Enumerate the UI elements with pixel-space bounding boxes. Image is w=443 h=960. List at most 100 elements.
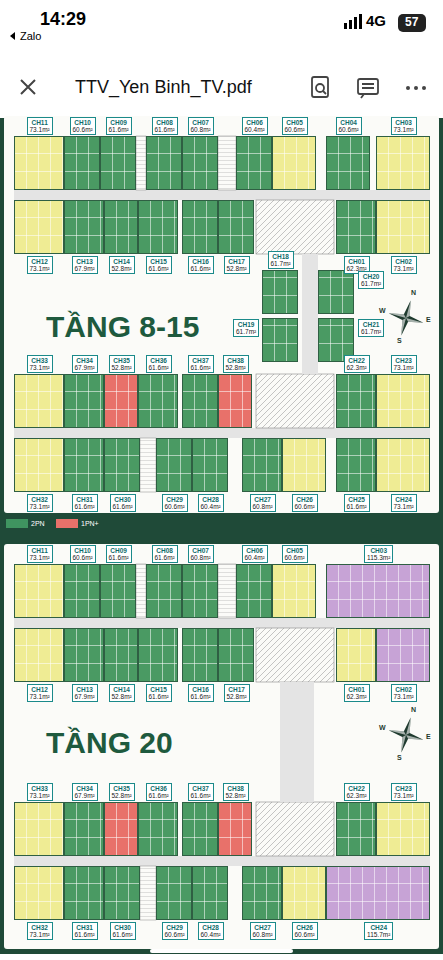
apartment-unit: CH3273.1m² bbox=[14, 866, 64, 920]
apartment-unit: CH2960.6m² bbox=[156, 866, 192, 920]
apartment-unit: CH1861.7m² bbox=[262, 270, 298, 314]
unit-tag: CH0660.4m² bbox=[242, 545, 268, 563]
unit-code: CH23 bbox=[394, 785, 414, 792]
unit-tag: CH3852.8m² bbox=[223, 783, 249, 801]
apartment-unit: CH3161.6m² bbox=[64, 438, 104, 492]
unit-area: 61.6m² bbox=[113, 503, 133, 510]
unit-area: 73.1m² bbox=[394, 265, 414, 272]
unit-code: CH08 bbox=[155, 547, 175, 554]
stair bbox=[218, 136, 236, 190]
unit-code: CH15 bbox=[149, 686, 169, 693]
apartment-unit: CH2473.1m² bbox=[376, 438, 430, 492]
apartment-unit: CH0373.1m² bbox=[376, 136, 430, 190]
unit-area: 61.7m² bbox=[361, 280, 381, 287]
unit-area: 73.1m² bbox=[30, 503, 50, 510]
unit-code: CH22 bbox=[347, 785, 367, 792]
unit-area: 60.8m² bbox=[191, 554, 211, 561]
unit-tag: CH2373.1m² bbox=[391, 355, 417, 373]
unit-code: CH07 bbox=[191, 119, 211, 126]
unit-tag: CH2960.6m² bbox=[162, 494, 188, 512]
compass-letter: E bbox=[426, 316, 431, 324]
apartment-unit: CH3161.6m² bbox=[64, 866, 104, 920]
unit-tag: CH0660.4m² bbox=[242, 117, 268, 135]
unit-code: CH29 bbox=[165, 496, 185, 503]
apartment-unit: CH1752.8m² bbox=[218, 628, 254, 682]
unit-tag: CH2262.3m² bbox=[344, 783, 370, 801]
unit-tag: CH3852.8m² bbox=[223, 355, 249, 373]
unit-area: 61.6m² bbox=[191, 792, 211, 799]
unit-code: CH31 bbox=[75, 496, 95, 503]
unit-tag: CH0961.6m² bbox=[106, 117, 132, 135]
status-text: 14:29 bbox=[40, 10, 86, 30]
battery-icon bbox=[398, 14, 426, 32]
unit-tag: CH3273.1m² bbox=[27, 922, 53, 940]
corridor bbox=[14, 190, 430, 200]
unit-code: CH16 bbox=[191, 686, 211, 693]
unit-area: 60.8m² bbox=[191, 126, 211, 133]
unit-code: CH23 bbox=[394, 357, 414, 364]
signal-icon bbox=[344, 14, 362, 29]
unit-tag: CH0961.6m² bbox=[106, 545, 132, 563]
apartment-unit: CH2660.6m² bbox=[282, 866, 326, 920]
unit-area: 61.6m² bbox=[75, 931, 95, 938]
unit-area: 61.6m² bbox=[149, 693, 169, 700]
unit-tag: CH0861.6m² bbox=[152, 117, 178, 135]
unit-code: CH02 bbox=[394, 686, 414, 693]
floor-heading: TẦNG 8-15 bbox=[46, 310, 199, 343]
apartment-unit: CH2373.1m² bbox=[376, 374, 430, 428]
apartment-unit: CH3761.6m² bbox=[182, 802, 218, 856]
unit-area: 67.9m² bbox=[75, 792, 95, 799]
stair bbox=[218, 564, 236, 618]
apartment-unit: CH1273.1m² bbox=[14, 628, 64, 682]
unit-tag: CH0460.6m² bbox=[336, 117, 362, 135]
compass-rose bbox=[384, 296, 428, 340]
unit-tag: CH0560.6m² bbox=[282, 117, 308, 135]
unit-area: 52.8m² bbox=[226, 364, 246, 371]
floor-plan-panel: TẦNG 20CH1173.1m²CH1060.6m²CH0961.6m²CH0… bbox=[6, 548, 437, 948]
apartment-unit: CH3552.8m² bbox=[104, 374, 138, 428]
unit-code: CH18 bbox=[271, 253, 291, 260]
unit-tag: CH3373.1m² bbox=[27, 783, 53, 801]
apartment-unit: CH0861.6m² bbox=[146, 136, 182, 190]
unit-tag: CH1452.8m² bbox=[109, 256, 135, 274]
unit-code: CH14 bbox=[112, 258, 132, 265]
core bbox=[256, 200, 334, 254]
apartment-unit: CH3852.8m² bbox=[218, 374, 252, 428]
unit-code: CH35 bbox=[112, 357, 132, 364]
unit-area: 73.1m² bbox=[30, 693, 50, 700]
unit-code: CH05 bbox=[285, 547, 305, 554]
apartment-unit: CH2373.1m² bbox=[376, 802, 430, 856]
apartment-unit: CH0460.6m² bbox=[326, 136, 370, 190]
unit-code: CH22 bbox=[347, 357, 367, 364]
unit-tag: CH1060.6m² bbox=[70, 117, 96, 135]
unit-tag: CH1452.8m² bbox=[109, 684, 135, 702]
apartment-unit: CH1367.9m² bbox=[64, 628, 104, 682]
unit-code: CH01 bbox=[347, 258, 367, 265]
unit-code: CH08 bbox=[155, 119, 175, 126]
apartment-unit: CH2860.4m² bbox=[192, 438, 228, 492]
unit-area: 60.6m² bbox=[295, 503, 315, 510]
unit-area: 61.6m² bbox=[109, 126, 129, 133]
unit-tag: CH3161.6m² bbox=[72, 922, 98, 940]
unit-code: CH13 bbox=[75, 258, 95, 265]
unit-code: CH14 bbox=[112, 686, 132, 693]
unit-code: CH31 bbox=[75, 924, 95, 931]
apartment-unit: CH3761.6m² bbox=[182, 374, 218, 428]
apartment-unit: CH0660.4m² bbox=[236, 136, 272, 190]
unit-tag: CH2760.8m² bbox=[250, 494, 276, 512]
compass-letter: S bbox=[397, 337, 402, 345]
stair bbox=[136, 136, 146, 190]
unit-code: CH38 bbox=[226, 357, 246, 364]
apartment-unit: CH2860.4m² bbox=[192, 866, 228, 920]
unit-tag: CH0861.6m² bbox=[152, 545, 178, 563]
apartment-unit: CH1273.1m² bbox=[14, 200, 64, 254]
unit-code: CH27 bbox=[253, 496, 273, 503]
unit-tag: CH0273.1m² bbox=[391, 256, 417, 274]
unit-area: 73.1m² bbox=[394, 126, 414, 133]
apartment-unit: CH3373.1m² bbox=[14, 374, 64, 428]
floor-heading: TẦNG 20 bbox=[46, 726, 173, 759]
unit-area: 61.6m² bbox=[155, 554, 175, 561]
unit-area: 61.7m² bbox=[361, 328, 381, 335]
unit-tag: CH0760.8m² bbox=[188, 545, 214, 563]
unit-area: 52.8m² bbox=[112, 265, 132, 272]
